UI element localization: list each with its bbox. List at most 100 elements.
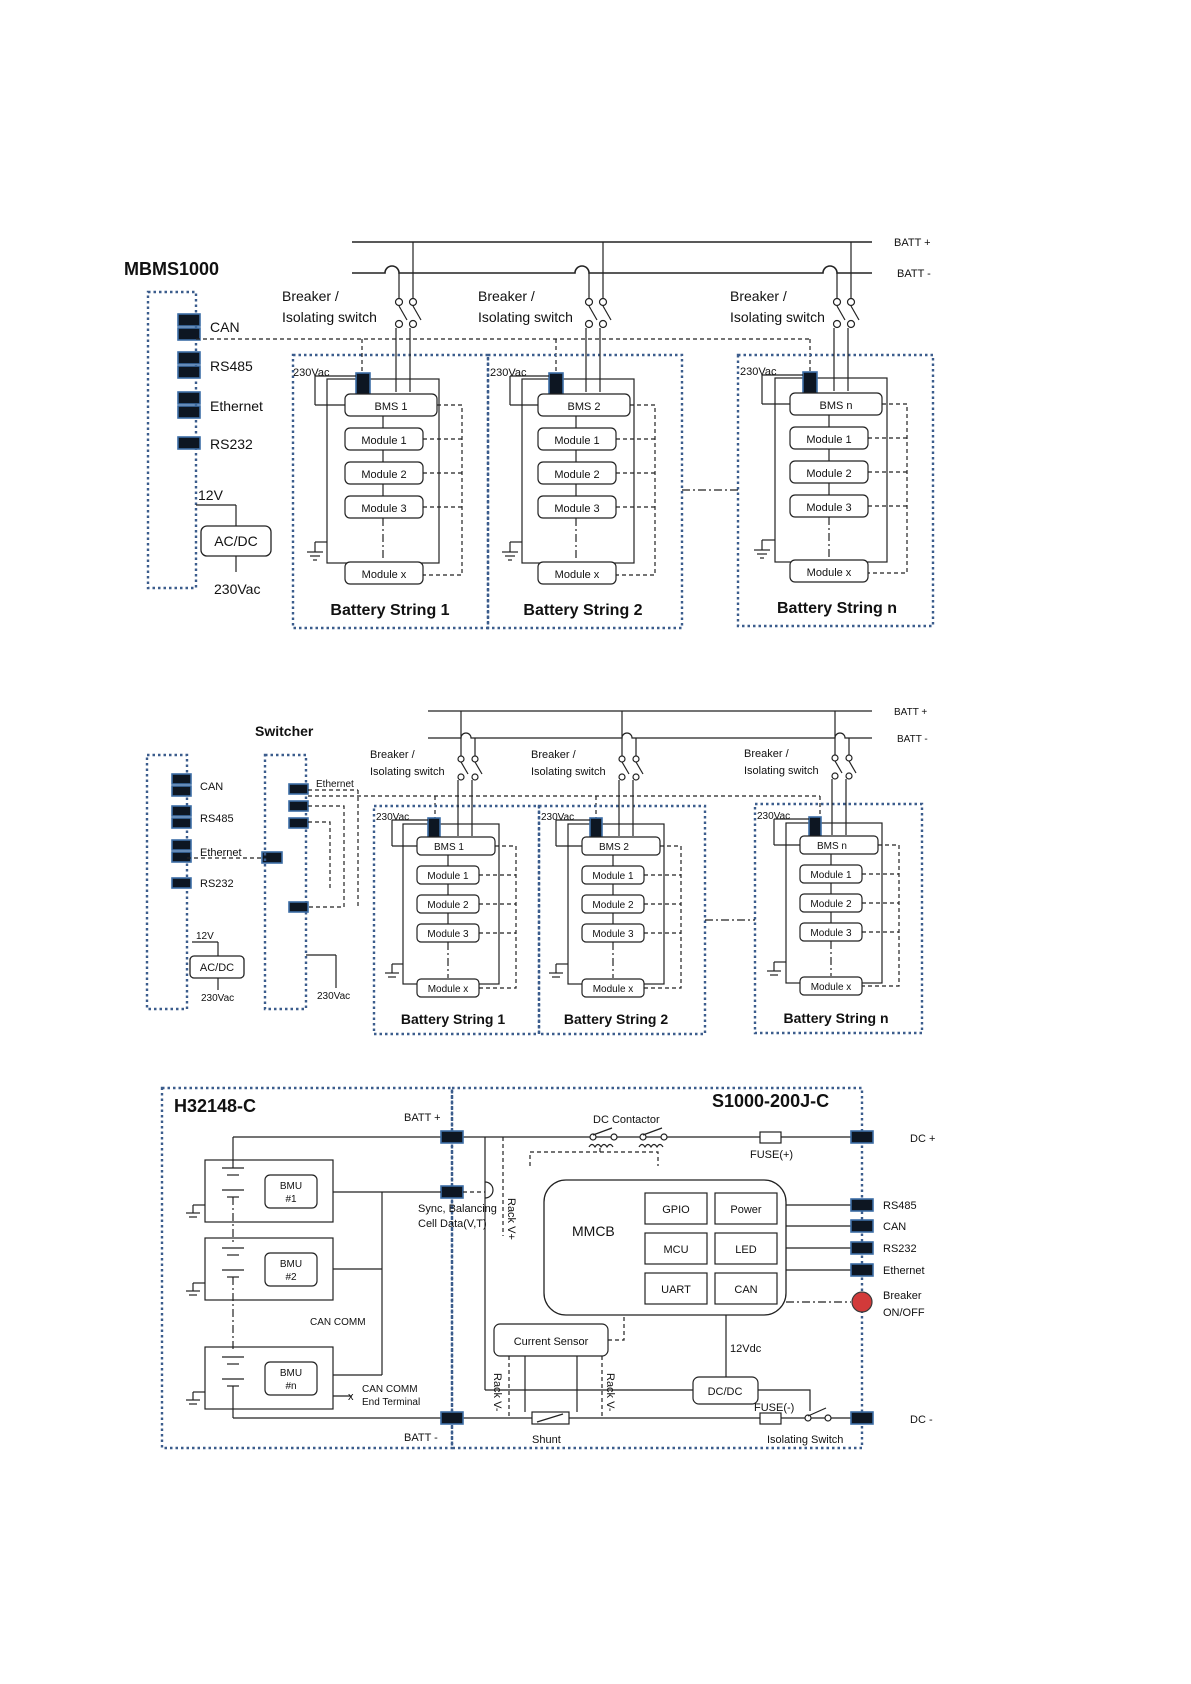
d3-bmu-1: BMU #1 [186,1137,334,1245]
d2-s1-breaker-l1: Breaker / [370,749,416,761]
d2-sn-module-3: Module 3 [810,928,852,939]
d3-bmu-1-l1: BMU [280,1181,302,1192]
d2-s1-module-1: Module 1 [427,871,469,882]
d1-batt-plus-label: BATT + [894,237,931,249]
d3-fuse-minus-label: FUSE(-) [754,1402,794,1414]
d1-230vac-label: 230Vac [214,581,260,597]
d1-s1-breaker-l2: Isolating switch [282,309,377,325]
d2-s1-230vac: 230Vac [376,812,409,823]
d1-s1-label: Battery String 1 [330,602,449,619]
d2-string-2: 230Vac Breaker / Isolating switch BMS 2 [531,711,707,1036]
d2-s2-breaker-l1: Breaker / [531,749,577,761]
d2-string-n: 230Vac Breaker / Isolating switch BMS n [744,711,924,1035]
d3-bmu-2-l2: #2 [285,1272,297,1283]
mmcb-mcu: MCU [663,1244,688,1256]
d1-s1-breaker-l1: Breaker / [282,288,339,304]
d1-sn-label: Battery String n [777,600,897,617]
d1-s2-module-3: Module 3 [554,503,599,515]
d3-can-end-x: x [348,1391,354,1403]
d1-sn-230vac: 230Vac [740,366,777,378]
d3-bmu-1-l2: #1 [285,1194,297,1205]
mmcb-label: MMCB [572,1223,615,1239]
diagram-mbms1000: MBMS1000 BATT + BATT - CAN RS485 Etherne… [124,237,935,630]
d2-sn-breaker-l1: Breaker / [744,748,790,760]
d1-s1-module-2: Module 2 [361,469,406,481]
d1-s1-module-3: Module 3 [361,503,406,515]
d3-batt-plus-label: BATT + [404,1112,441,1124]
d2-sn-module-2: Module 2 [810,899,852,910]
d1-s1-bms: BMS 1 [374,401,407,413]
d2-batt-minus-label: BATT - [897,734,928,745]
d2-batt-plus-label: BATT + [894,707,927,718]
mmcb-led: LED [735,1244,756,1256]
d2-s1-label: Battery String 1 [401,1011,505,1027]
d3-port-rs232: RS232 [883,1243,917,1255]
d2-sn-breaker-l2: Isolating switch [744,765,819,777]
d3-bmu-n: BMU #n [186,1346,334,1418]
d3-rack-vplus-top: Rack V+ [505,1198,517,1240]
d3-isolating-switch-label: Isolating Switch [767,1434,843,1446]
d1-string-n: 230Vac Breaker / Isolating switch B [730,242,935,628]
d1-string-1: 230Vac Breaker / Isolating switch [282,242,490,630]
d1-acdc-label: AC/DC [214,533,258,549]
d1-s2-module-x: Module x [555,569,600,581]
d1-sn-module-3: Module 3 [806,502,851,514]
d2-acdc-label: AC/DC [200,962,234,974]
d1-sn-breaker-l1: Breaker / [730,288,787,304]
d1-port-rs485: RS485 [210,358,253,374]
d2-port-rs232: RS232 [200,878,234,890]
d1-port-can: CAN [210,319,240,335]
d3-bmu-n-l2: #n [285,1381,296,1392]
d2-230vac-switcher: 230Vac [317,991,350,1002]
d1-s2-breaker-l1: Breaker / [478,288,535,304]
d2-12v-label: 12V [196,931,214,942]
d2-s2-bms: BMS 2 [599,842,629,853]
d2-s2-230vac: 230Vac [541,812,574,823]
d3-port-rs485: RS485 [883,1200,917,1212]
d1-s2-breaker-l2: Isolating switch [478,309,573,325]
d2-s2-module-x: Module x [593,984,634,995]
d3-can-comm-label: CAN COMM [310,1317,366,1328]
d3-rack-vminus-left: Rack V- [491,1373,503,1412]
d2-sn-bms: BMS n [817,841,847,852]
mbms1000-title: MBMS1000 [124,259,219,279]
d2-s2-module-3: Module 3 [592,929,634,940]
d1-string-2: 230Vac Breaker / Isolating switch B [478,242,684,630]
d2-port-rs485: RS485 [200,813,234,825]
d3-dc-minus-label: DC - [910,1414,933,1426]
h32148-title: H32148-C [174,1096,256,1116]
diagram-switcher: BATT + BATT - CAN RS485 Ethernet RS232 1… [145,707,928,1036]
d1-port-rs232: RS232 [210,436,253,452]
d2-sn-module-x: Module x [811,982,852,993]
d1-sn-module-1: Module 1 [806,434,851,446]
d2-s1-breaker-l2: Isolating switch [370,766,445,778]
mmcb-power: Power [730,1204,762,1216]
d1-sn-bms: BMS n [819,400,852,412]
d3-dcdc-label: DC/DC [708,1386,743,1398]
d3-batt-minus-label: BATT - [404,1432,438,1444]
s1000-title: S1000-200J-C [712,1091,829,1111]
d3-dc-contactor [588,1127,668,1149]
d3-dc-contactor-label: DC Contactor [593,1114,660,1126]
d3-sync-l1: Sync, Balancing [418,1203,497,1215]
breaker-lamp-icon [851,1291,873,1313]
d2-sn-230vac: 230Vac [757,811,790,822]
d2-string-1: 230Vac Breaker / Isolating switch BMS 1 [370,711,541,1036]
d1-port-ethernet: Ethernet [210,398,263,414]
d3-breaker-l1: Breaker [883,1290,922,1302]
d3-rack-vminus-right: Rack V- [604,1373,616,1412]
d2-sn-module-1: Module 1 [810,870,852,881]
d2-port-ethernet: Ethernet [200,847,242,859]
d3-bmu-2: BMU #2 [186,1237,334,1350]
mmcb-can: CAN [734,1284,757,1296]
d2-s1-module-x: Module x [428,984,469,995]
d2-s2-module-1: Module 1 [592,871,634,882]
d3-can-comm-end-l2: End Terminal [362,1397,420,1408]
d3-current-sensor: Current Sensor [514,1336,589,1348]
d1-sn-module-2: Module 2 [806,468,851,480]
d3-can-comm-end-l1: CAN COMM [362,1384,418,1395]
d1-s2-bms: BMS 2 [567,401,600,413]
d2-port-can: CAN [200,781,223,793]
d3-shunt-label: Shunt [532,1434,561,1446]
